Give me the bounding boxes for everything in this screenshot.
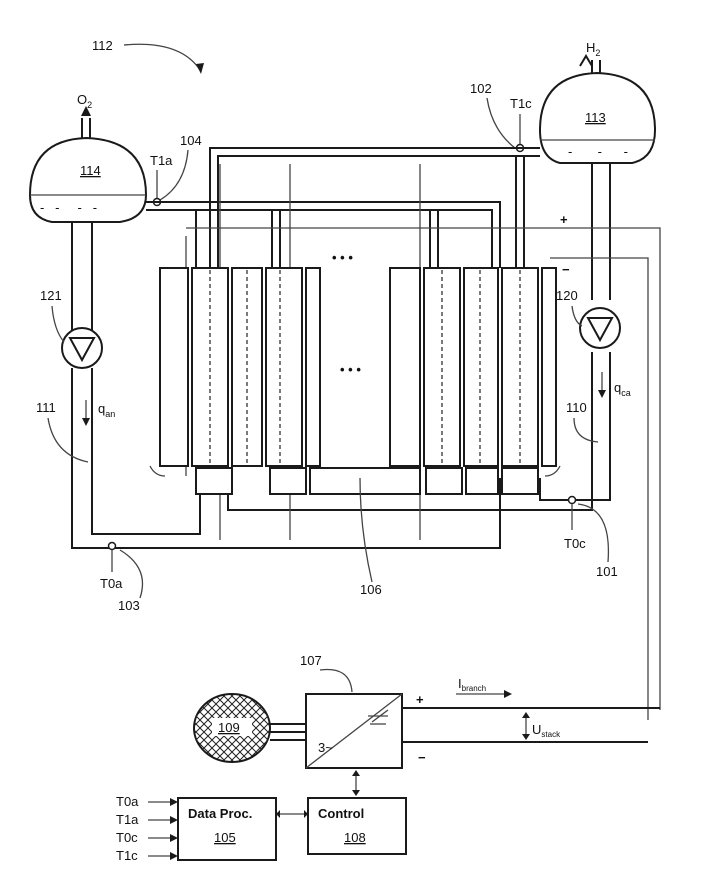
ref-110: 110 [566,400,587,415]
converter-minus-label: − [418,750,426,765]
ref-112-leader [124,44,200,70]
ref-102: 102 [470,81,492,96]
ref-120: 120 [556,288,578,303]
input-t1a: T1a [116,812,139,827]
data-proc-ref: 105 [214,830,236,845]
h2-label: H2 [586,40,600,58]
t0c-sensor [569,497,576,504]
control-ref: 108 [344,830,366,845]
cell [266,268,302,466]
input-t1c: T1c [116,848,138,863]
ref-121-leader [52,306,64,342]
cell [232,268,262,466]
t1a-label: T1a [150,153,173,168]
ref-112: 112 [92,38,113,53]
electrolyzer-stack-106 [150,268,560,494]
ref-101-leader [578,504,608,562]
tank-114-label: 114 [80,163,101,178]
ref-103: 103 [118,598,140,613]
tank-113-label: 113 [585,110,606,125]
cell [390,268,420,466]
cell [192,268,228,466]
cell [424,268,460,466]
svg-text:- - -: - - - [568,144,628,159]
cell [502,268,538,466]
t0a-label: T0a [100,576,123,591]
stack-dots-middle: • • • [340,362,361,377]
control-title: Control [318,806,364,821]
pump-121 [62,328,102,368]
q-an-label: qan [98,401,115,419]
t0c-label: T0c [564,536,586,551]
ac-grid-label: 109 [218,720,240,735]
input-t0a: T0a [116,794,139,809]
converter-ac-label: 3~ [318,740,333,755]
data-proc-title: Data Proc. [188,806,252,821]
q-ca-label: qca [614,380,631,398]
stack-plus-label: + [560,212,568,227]
svg-text:- - - -: - - - - [40,200,97,215]
ref-112-arrowhead [196,63,204,74]
o2-label: O2 [77,92,92,110]
i-branch-label: Ibranch [458,676,486,693]
cell-plate [542,268,556,466]
ref-103-leader [120,550,143,598]
t0a-sensor [109,543,116,550]
ref-101: 101 [596,564,618,579]
ref-107-leader [320,669,352,692]
input-arrows [148,798,178,860]
cell [464,268,498,466]
ref-111: 111 [36,400,56,415]
ref-104: 104 [180,133,202,148]
pump-120 [580,308,620,348]
u-stack-label: Ustack [532,722,561,739]
t1c-label: T1c [510,96,532,111]
stack-dots-top: • • • [332,250,353,265]
cell-plate [160,268,188,466]
cell [306,268,320,466]
input-t0c: T0c [116,830,138,845]
ref-121: 121 [40,288,62,303]
ref-111-leader [48,418,88,462]
stack-minus-label: − [562,262,570,277]
ref-107: 107 [300,653,322,668]
ref-106: 106 [360,582,382,597]
power-converter-107 [306,694,402,768]
converter-plus-label: + [416,692,424,707]
ref-110-leader [574,418,598,442]
